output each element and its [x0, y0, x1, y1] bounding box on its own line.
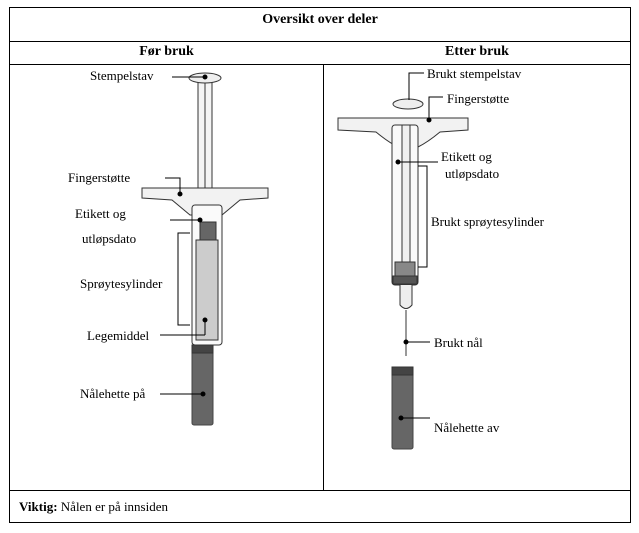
label-plunger: Stempelstav — [90, 68, 154, 83]
label-used-plunger: Brukt stempelstav — [427, 66, 522, 81]
label-finger-grip: Fingerstøtte — [68, 170, 131, 185]
label-barrel: Sprøytesylinder — [80, 276, 163, 291]
label-finger-grip-after: Fingerstøtte — [447, 91, 510, 106]
divider — [10, 41, 630, 42]
column-header-after: Etter bruk — [445, 44, 509, 59]
important-note: Viktig: Nålen er på innsiden — [19, 499, 168, 515]
important-label: Viktig: — [19, 499, 58, 514]
table-title: Oversikt over deler — [262, 12, 378, 27]
label-medicine: Legemiddel — [87, 328, 150, 343]
divider — [10, 490, 630, 491]
syringe-after-illustration — [337, 98, 469, 450]
label-needle-cap-on: Nålehette på — [80, 386, 146, 401]
syringe-before-leaders — [160, 74, 208, 397]
column-divider — [323, 64, 324, 490]
label-label-expiry-after-2: utløpsdato — [445, 166, 500, 181]
label-label-expiry-after-1: Etikett og — [441, 149, 492, 164]
label-used-needle: Brukt nål — [434, 335, 483, 350]
parts-overview-table: Oversikt over deler Før bruk Etter bruk — [9, 7, 631, 523]
important-text: Nålen er på innsiden — [57, 499, 168, 514]
syringe-after-leaders — [395, 72, 443, 421]
label-needle-cap-off: Nålehette av — [434, 420, 500, 435]
divider — [10, 64, 630, 65]
column-header-before: Før bruk — [139, 44, 194, 59]
label-used-barrel: Brukt sprøytesylinder — [431, 214, 545, 229]
label-label-expiry-2: utløpsdato — [82, 231, 137, 246]
syringe-before-illustration — [141, 72, 269, 426]
label-label-expiry-1: Etikett og — [75, 206, 126, 221]
